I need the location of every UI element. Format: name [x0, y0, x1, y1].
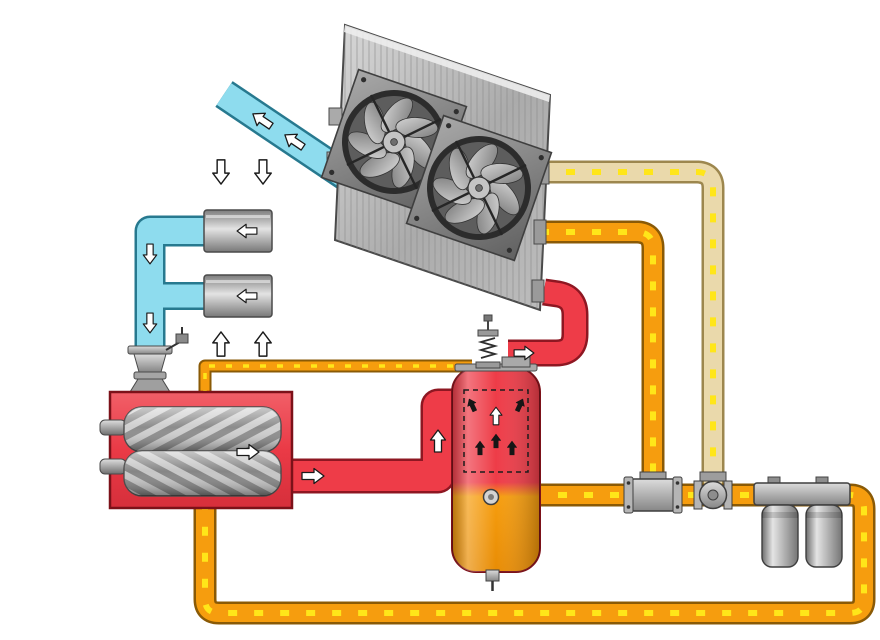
- oil-filter-head: [753, 482, 851, 506]
- drain-valve: [485, 569, 500, 591]
- unloader-valve-body: [175, 333, 189, 344]
- mpv-adjuster: [483, 314, 493, 322]
- thermostatic-valve-body: [630, 478, 676, 512]
- inlet-valve-flange-mid: [133, 371, 167, 380]
- oil-separator-tank: [451, 314, 541, 591]
- oil-level-sight-glass-lens: [488, 494, 494, 500]
- inlet-valve: [127, 327, 189, 393]
- oil-filter-assembly: [753, 476, 851, 568]
- check-valve: [693, 471, 733, 510]
- check-valve-top-flange: [699, 471, 727, 482]
- oil-filter-cartridge: [761, 504, 799, 568]
- rotor-shaft: [99, 458, 127, 475]
- cooler-port-flange: [533, 219, 547, 245]
- airend-compressor: [99, 390, 294, 510]
- inlet-valve-throat: [129, 378, 171, 393]
- oil-filter-cartridge: [805, 504, 843, 568]
- thermostatic-valve: [623, 471, 683, 514]
- thermostatic-valve-flange-left: [623, 476, 634, 514]
- thermostatic-valve-flange-right: [672, 476, 683, 514]
- separator-tank-shading: [452, 368, 540, 572]
- flow-arrow: [212, 159, 230, 185]
- tank-outlet-fitting: [501, 356, 531, 368]
- unloader-valve: [165, 327, 189, 351]
- cooler-fan-unit: [320, 23, 553, 312]
- mpv-base-plate: [475, 361, 501, 369]
- compressor-rotor-lower: [123, 450, 282, 497]
- flow-arrow: [254, 331, 272, 357]
- check-valve-core: [707, 489, 719, 501]
- flow-arrow: [212, 331, 230, 357]
- mpv-top-plate: [477, 329, 499, 337]
- cooler-top-highlight: [344, 25, 550, 102]
- inlet-valve-flange-top: [127, 345, 173, 355]
- intake-filter-upper-highlight: [206, 215, 270, 218]
- cooler-port-flange: [531, 279, 545, 303]
- flow-arrow: [254, 159, 272, 185]
- separator-element: [463, 389, 529, 473]
- drain-valve-body: [485, 569, 500, 582]
- intake-filter-lower-highlight: [206, 280, 270, 283]
- compressor-rotor-upper: [123, 406, 282, 453]
- inlet-valve-funnel: [133, 353, 167, 373]
- minimum-pressure-valve: [475, 314, 501, 369]
- rotor-shaft: [99, 419, 127, 436]
- mpv-spring: [477, 337, 499, 359]
